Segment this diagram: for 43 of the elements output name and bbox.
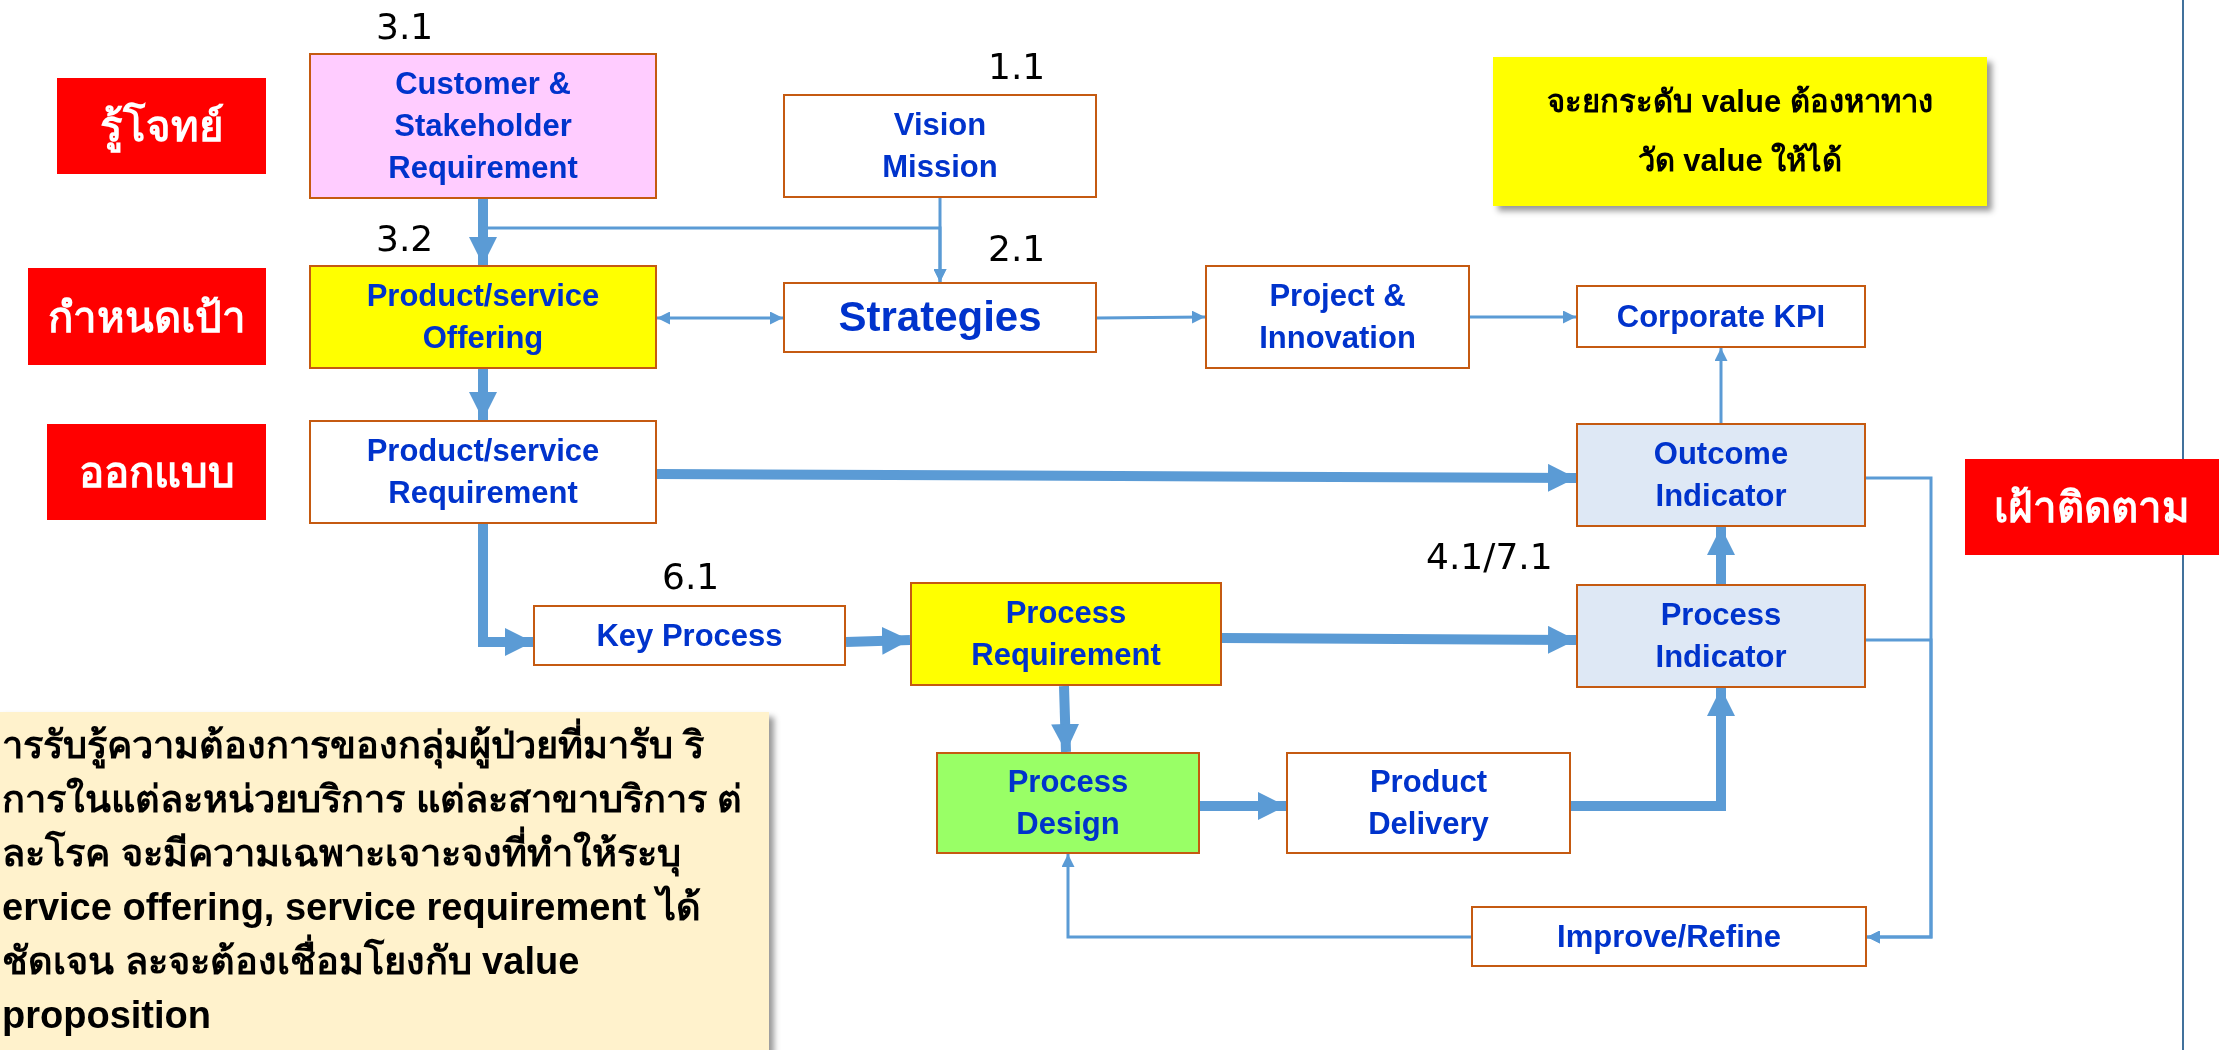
arrow: [845, 626, 911, 655]
step-number: 4.1/7.1: [1426, 536, 1553, 577]
process-box: Customer & Stakeholder Requirement: [309, 53, 657, 199]
arrow: [933, 198, 947, 282]
arrow: [1571, 688, 1735, 811]
process-box: Strategies: [783, 282, 1097, 353]
note-box: ารรับรู้ความต้องการของกลุ่มผู้ป่วยที่มารับ ริการในแต่ละหน่วยบริการ แต่ละสาขาบริการ ต่ละโรค จะมีความเฉพาะเจาะจงที่ทำให้ระบุ ervice offering, service requirement ได้ชัดเจน ละจะต้องเชื่อมโยงกับ value proposition: [0, 712, 769, 1050]
arrow: [1707, 527, 1735, 584]
arrow: [478, 524, 533, 656]
step-number: 3.2: [376, 218, 434, 259]
stage-tag: กำหนดเป้า: [28, 268, 266, 365]
arrow: [469, 199, 497, 265]
step-number: 1.1: [988, 46, 1046, 87]
process-box: Vision Mission: [783, 94, 1097, 198]
process-box: Product/service Requirement: [309, 420, 657, 524]
arrow: [1051, 685, 1080, 753]
note-box: จะยกระดับ value ต้องหาทางวัด value ให้ได้: [1493, 57, 1987, 206]
arrow: [1221, 625, 1577, 654]
arrow: [656, 463, 1577, 492]
arrow: [1470, 310, 1576, 324]
arrow: [1097, 310, 1205, 324]
step-number: 2.1: [988, 228, 1046, 269]
process-box: Process Indicator: [1576, 584, 1866, 688]
arrow: [1714, 348, 1728, 423]
arrow: [1866, 638, 1933, 944]
process-box: Product Delivery: [1286, 752, 1571, 854]
arrow: [1061, 854, 1471, 939]
arrow: [1200, 792, 1286, 820]
stage-tag: รู้โจทย์: [57, 78, 266, 174]
step-number: 3.1: [376, 6, 434, 47]
stage-tag: เฝ้าติดตาม: [1965, 459, 2219, 555]
arrow: [469, 369, 497, 420]
process-box: Process Design: [936, 752, 1200, 854]
process-box: Key Process: [533, 605, 846, 666]
arrow: [657, 311, 783, 325]
process-box: Outcome Indicator: [1576, 423, 1866, 527]
process-box: Improve/Refine: [1471, 906, 1867, 967]
step-number: 6.1: [662, 556, 720, 597]
process-box: Product/service Offering: [309, 265, 657, 369]
process-box: Project & Innovation: [1205, 265, 1470, 369]
process-box: Corporate KPI: [1576, 285, 1866, 348]
stage-tag: ออกแบบ: [47, 424, 266, 520]
process-box: Process Requirement: [910, 582, 1222, 686]
